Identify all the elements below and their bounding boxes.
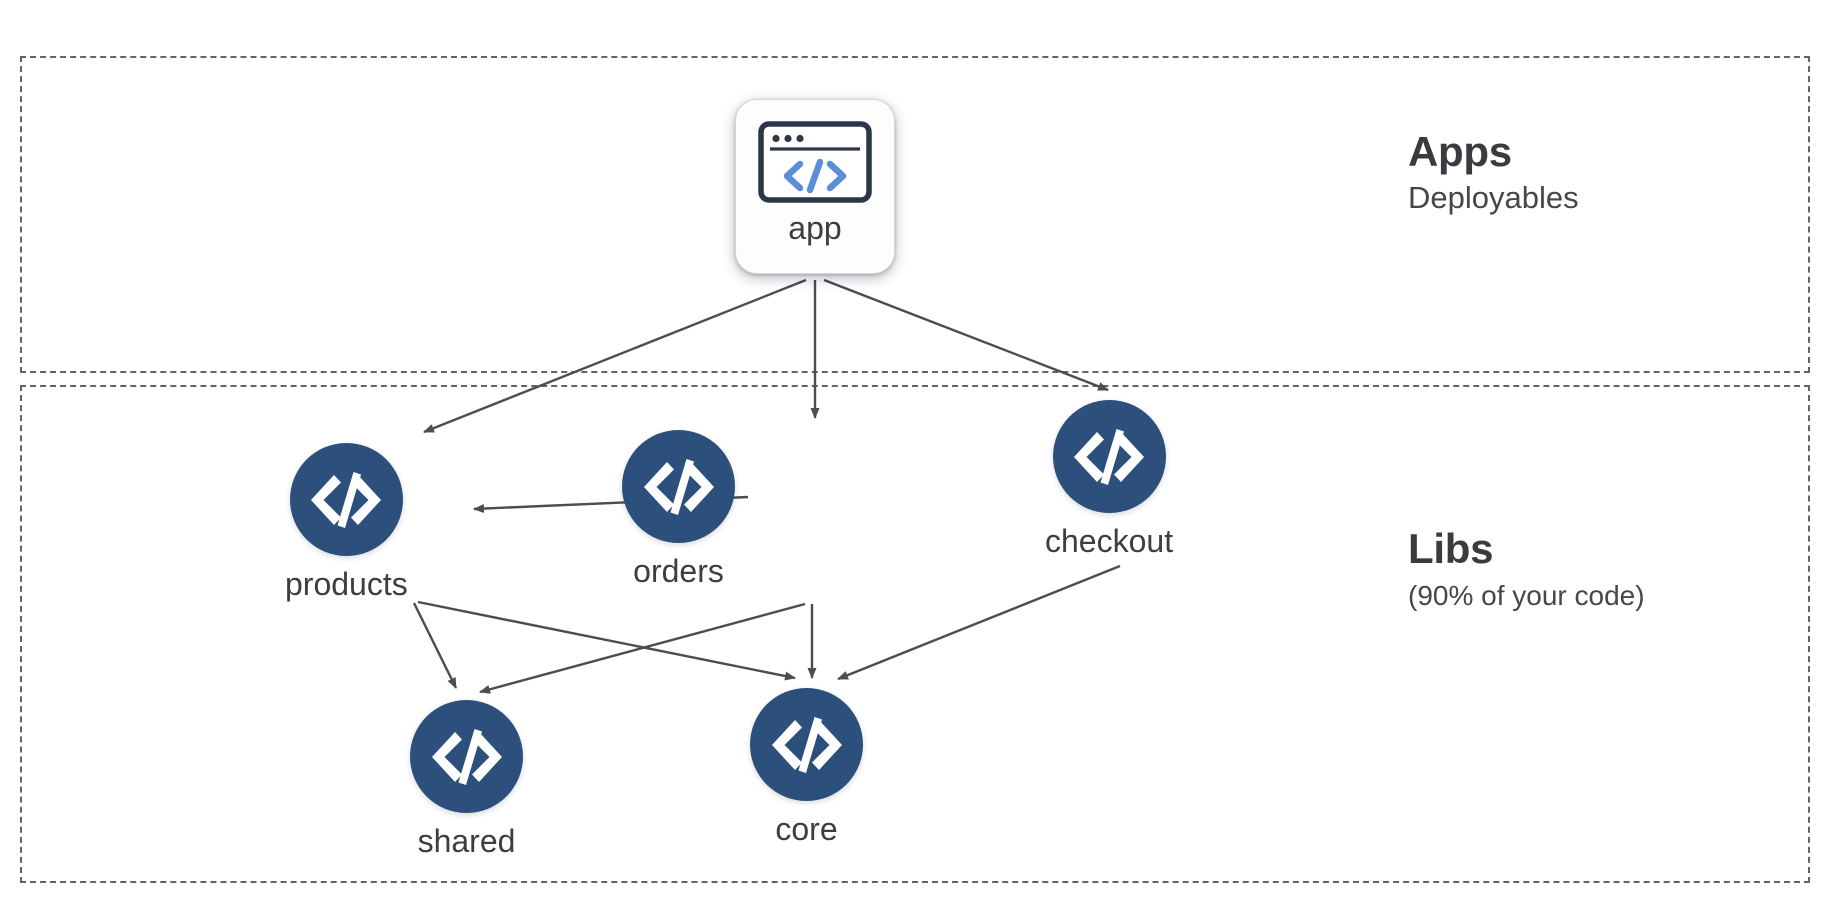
- node-products-label: products: [285, 566, 408, 602]
- node-orders-label: orders: [633, 553, 724, 589]
- code-brackets-icon: [289, 443, 403, 556]
- node-core[interactable]: core: [750, 688, 863, 845]
- node-shared-label: shared: [417, 823, 516, 859]
- node-checkout[interactable]: checkout: [1045, 400, 1173, 557]
- node-app[interactable]: app: [735, 99, 895, 274]
- code-brackets-icon: [622, 430, 735, 543]
- zone-libs-title: Libs: [1408, 525, 1494, 572]
- node-orders[interactable]: orders: [622, 430, 735, 587]
- node-checkout-label: checkout: [1045, 523, 1174, 559]
- zone-libs-caption: Libs (90% of your code): [1408, 525, 1645, 611]
- code-brackets-icon: [410, 700, 523, 813]
- zone-apps-caption: Apps Deployables: [1408, 128, 1579, 216]
- node-core-label: core: [775, 811, 838, 847]
- code-brackets-icon: [750, 688, 863, 801]
- node-app-label: app: [788, 210, 842, 246]
- code-brackets-icon: [1052, 400, 1166, 513]
- code-window-icon: [758, 121, 872, 203]
- zone-apps-subtitle: Deployables: [1408, 180, 1579, 216]
- zone-libs-subtitle: (90% of your code): [1408, 580, 1645, 612]
- node-shared[interactable]: shared: [410, 700, 523, 857]
- zone-apps-title: Apps: [1408, 128, 1512, 175]
- node-products[interactable]: products: [285, 443, 408, 600]
